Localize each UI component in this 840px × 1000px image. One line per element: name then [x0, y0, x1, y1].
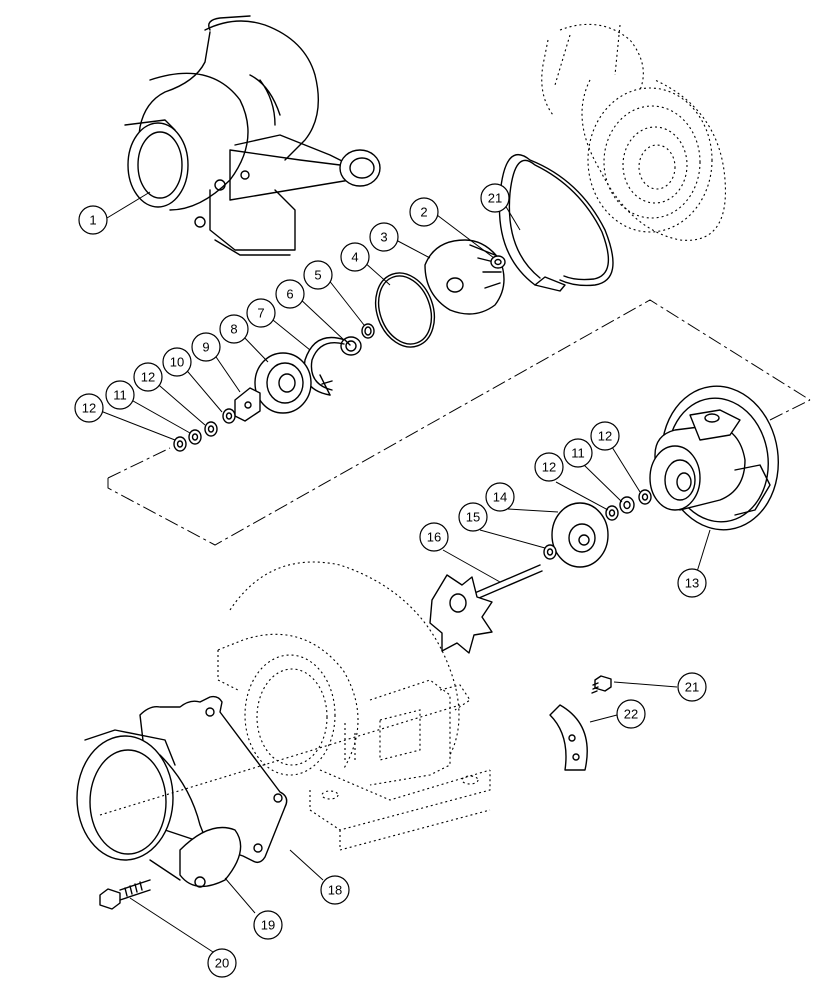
callout-5: 5 — [303, 260, 333, 290]
svg-text:14: 14 — [493, 490, 507, 505]
svg-text:16: 16 — [427, 530, 441, 545]
svg-text:9: 9 — [202, 340, 209, 355]
svg-text:22: 22 — [624, 707, 638, 722]
callout-16: 16 — [419, 522, 449, 552]
callout-3: 3 — [369, 222, 399, 252]
callout-11: 11 — [563, 438, 593, 468]
callout-12: 12 — [133, 362, 163, 392]
center-housing — [649, 385, 780, 531]
callout-2: 2 — [409, 197, 439, 227]
callout-9: 9 — [191, 332, 221, 362]
gasket — [139, 695, 288, 864]
svg-text:10: 10 — [170, 355, 184, 370]
svg-text:21: 21 — [685, 680, 699, 695]
callout-15: 15 — [458, 502, 488, 532]
retaining-ring — [303, 336, 351, 396]
svg-text:15: 15 — [466, 510, 480, 525]
svg-text:3: 3 — [380, 230, 387, 245]
callout-20: 20 — [207, 948, 237, 978]
callout-7: 7 — [246, 298, 276, 328]
callout-18: 18 — [320, 875, 350, 905]
bolt-small — [591, 675, 612, 694]
svg-text:4: 4 — [351, 250, 358, 265]
leader-lines — [97, 191, 711, 953]
seal-ring — [374, 272, 436, 348]
svg-text:13: 13 — [685, 576, 699, 591]
callout-22: 22 — [616, 699, 646, 729]
svg-text:18: 18 — [328, 883, 342, 898]
svg-text:6: 6 — [286, 287, 293, 302]
compressor-cover-phantom — [541, 23, 727, 241]
callout-12: 12 — [590, 421, 620, 451]
callout-14: 14 — [485, 482, 515, 512]
callout-13: 13 — [677, 568, 707, 598]
callout-21: 21 — [480, 183, 510, 213]
svg-text:12: 12 — [141, 370, 155, 385]
compressor-wheel — [424, 239, 505, 315]
svg-text:7: 7 — [257, 306, 264, 321]
svg-text:12: 12 — [82, 401, 96, 416]
snap-ring-large — [498, 154, 614, 292]
nut — [490, 255, 506, 269]
svg-text:21: 21 — [488, 191, 502, 206]
callout-12: 12 — [534, 452, 564, 482]
svg-text:11: 11 — [571, 446, 585, 461]
svg-text:2: 2 — [420, 205, 427, 220]
turbine-shaft — [429, 564, 543, 654]
callout-21: 21 — [677, 672, 707, 702]
svg-text:19: 19 — [261, 918, 275, 933]
callout-4: 4 — [340, 242, 370, 272]
svg-text:12: 12 — [598, 429, 612, 444]
svg-text:20: 20 — [215, 956, 229, 971]
svg-text:8: 8 — [230, 322, 237, 337]
turbine-housing-phantom — [217, 561, 491, 851]
svg-text:5: 5 — [314, 268, 321, 283]
callout-8: 8 — [219, 314, 249, 344]
callout-12: 12 — [74, 393, 104, 423]
callout-6: 6 — [275, 279, 305, 309]
bolt-large — [99, 879, 151, 910]
svg-text:12: 12 — [542, 460, 556, 475]
callout-10: 10 — [162, 347, 192, 377]
svg-text:11: 11 — [113, 388, 127, 403]
callout-19: 19 — [253, 910, 283, 940]
callout-11: 11 — [105, 380, 135, 410]
thrust-collar — [234, 387, 261, 422]
exhaust-elbow — [76, 729, 242, 888]
dash-dot-outline — [107, 299, 811, 546]
turbocharger-assembly — [124, 15, 381, 256]
bearing-housing — [551, 502, 609, 568]
callout-1: 1 — [78, 205, 108, 235]
svg-text:1: 1 — [89, 213, 96, 228]
